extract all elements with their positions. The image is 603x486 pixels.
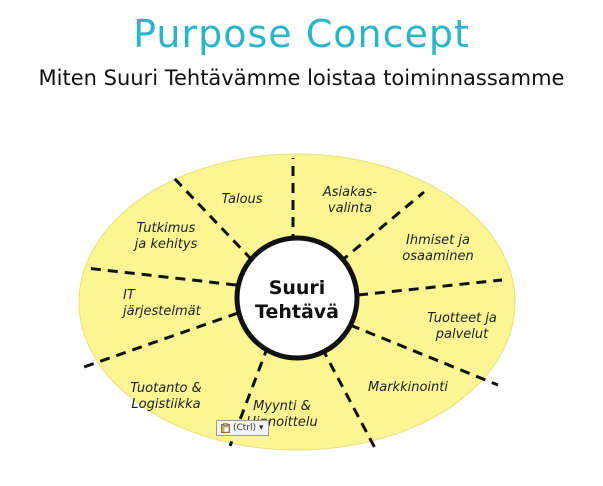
center-label-line2: Tehtävä [255,301,339,323]
clipboard-icon [221,423,230,433]
segment-label-8-line-1: IT [123,288,136,303]
spoke-9 [170,174,254,262]
segment-label-9-line-1: Tutkimus [137,221,196,236]
spoke-4 [349,323,499,387]
paste-options-label: (Ctrl) [233,423,257,433]
segment-label-8-line-2: järjestelmät [121,304,202,319]
spoke-3 [357,278,503,297]
segment-label-3-line-1: Ihmiset ja [406,233,470,248]
paste-options-button[interactable]: (Ctrl) ▾ [216,420,269,436]
segment-label-4-line-1: Tuotteet ja [427,311,497,326]
segment-label-5-line-1: Markkinointi [368,380,448,395]
segment-label-2-line-1: Asiakas- [322,185,378,200]
segment-label-3-line-2: osaaminen [402,249,473,264]
diagram-title: Purpose Concept [133,12,470,56]
center-label-line1: Suuri [269,277,326,299]
spoke-5 [320,347,378,451]
diagram-subtitle: Miten Suuri Tehtävämme loistaa toiminnas… [38,66,565,90]
segment-label-4-line-2: palvelut [435,327,489,342]
segment-label-1-line-1: Talous [221,192,262,207]
spoke-2 [339,190,425,264]
segment-label-9-line-2: ja kehitys [133,237,198,252]
spoke-8 [85,266,237,287]
segment-label-2-line-2: valinta [328,201,372,216]
center-circle [234,235,360,361]
segment-label-7-line-2: Logistiikka [131,397,200,412]
segment-label-7-line-1: Tuotanto & [130,381,201,396]
segment-label-6-line-1: Myynti & [253,399,311,414]
chevron-down-icon: ▾ [259,423,264,433]
